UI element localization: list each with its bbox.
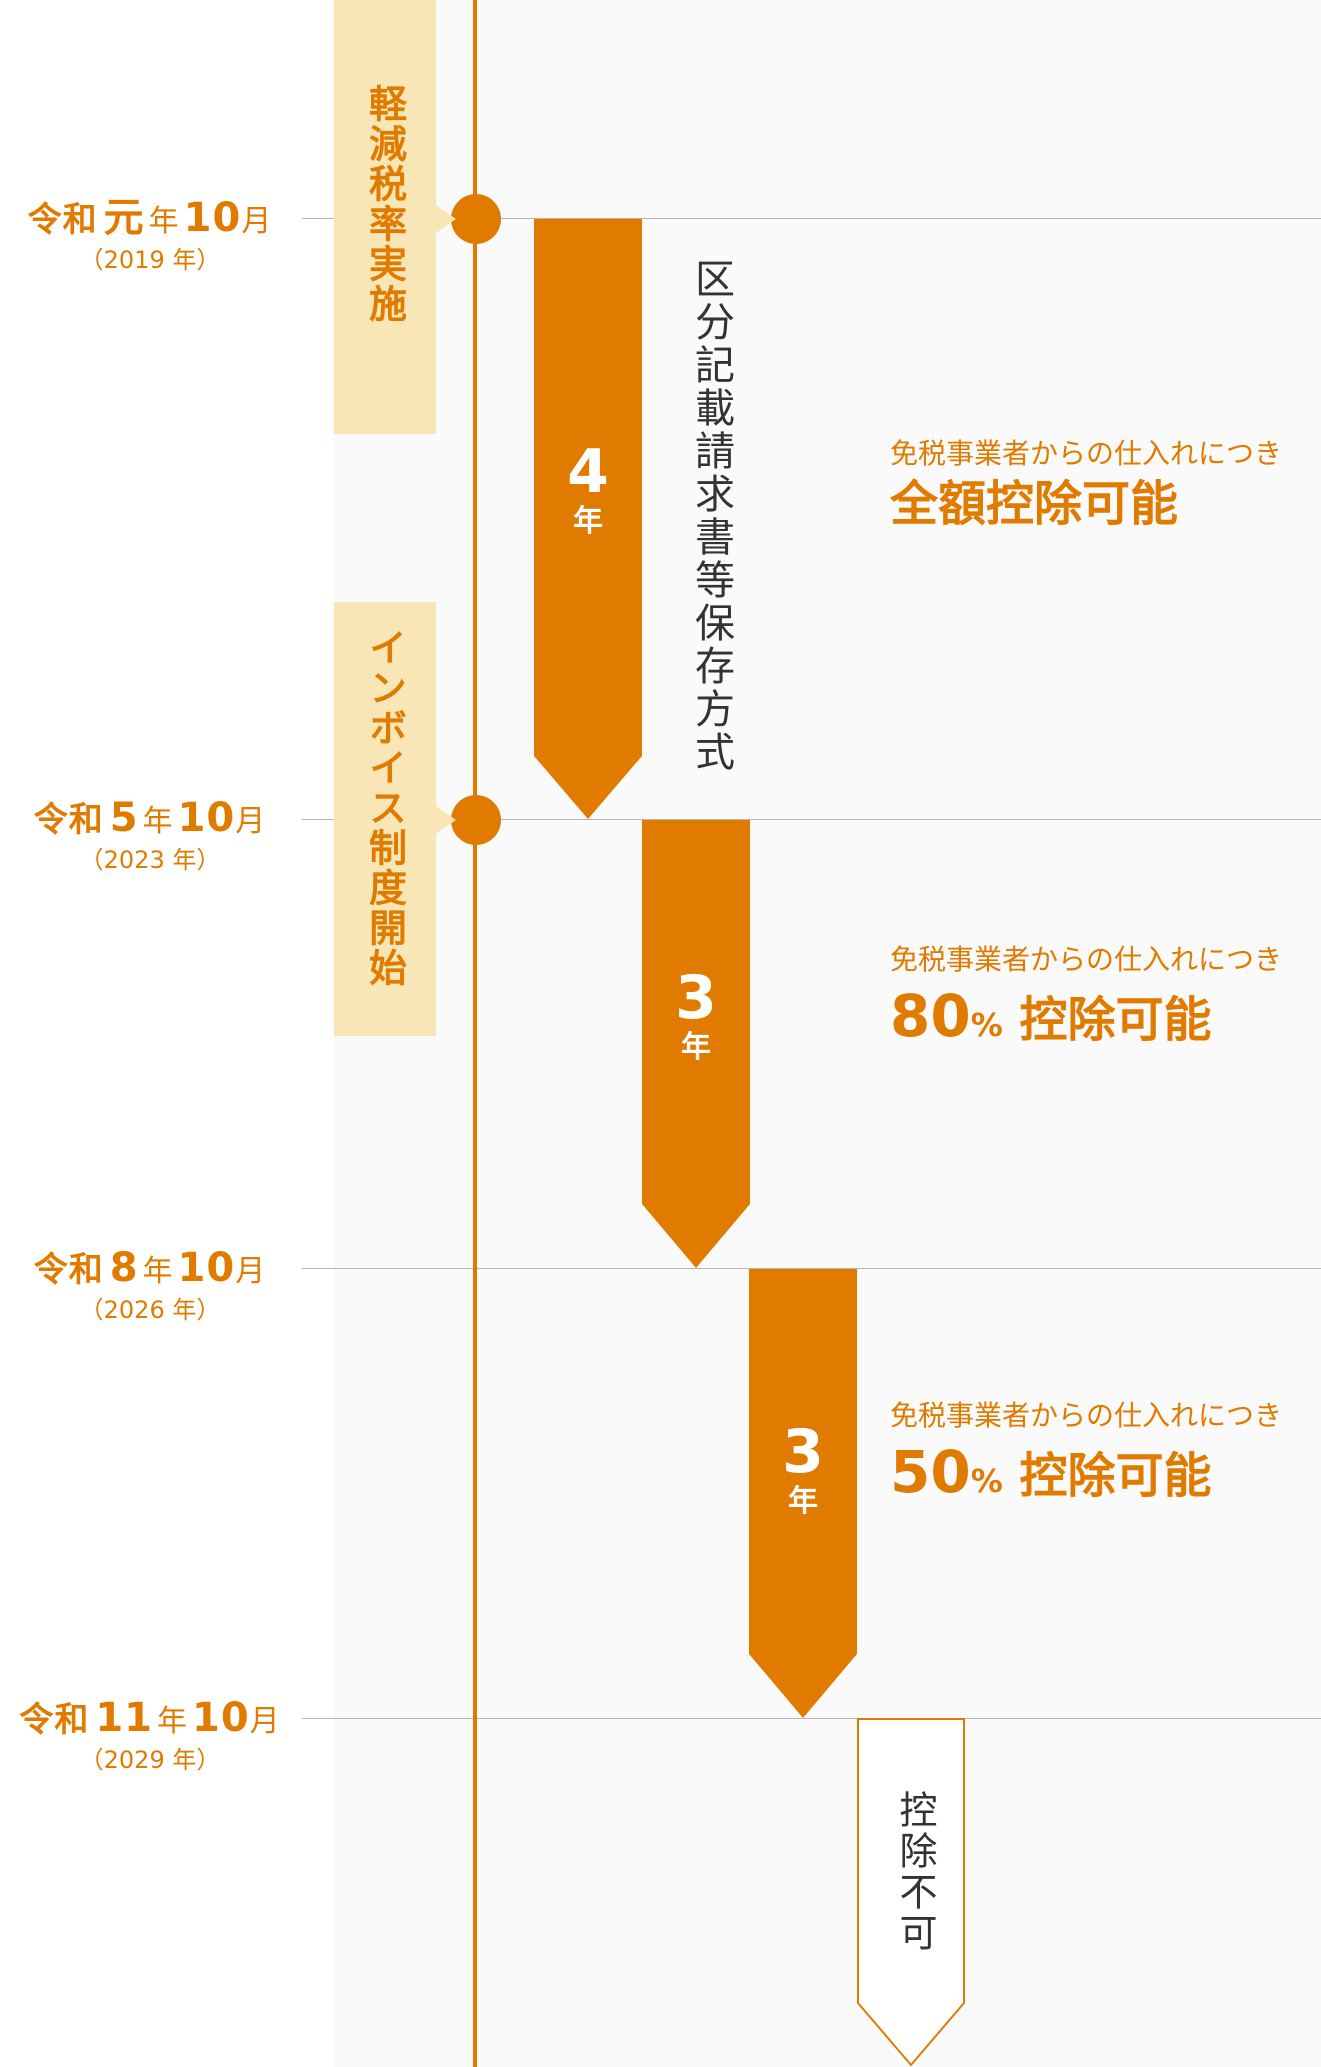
- milestone-notch: [436, 205, 456, 233]
- western-year: （2023 年）: [79, 846, 221, 874]
- description-50: 免税事業者からの仕入れにつき 50% 控除可能: [890, 1396, 1282, 1511]
- month-unit: 月: [235, 1254, 267, 1289]
- year-number: 5: [109, 795, 139, 841]
- background-panel: [334, 0, 1321, 2067]
- year-unit: 年: [142, 804, 174, 839]
- period-unit: 年: [681, 1030, 711, 1065]
- year-unit: 年: [148, 204, 180, 239]
- year-unit: 年: [157, 1704, 188, 1739]
- month-unit: 月: [249, 1704, 281, 1739]
- period-unit: 年: [573, 504, 603, 539]
- year-number: 元: [103, 195, 145, 241]
- period-arrow-4-years: [534, 219, 642, 819]
- western-year: （2019 年）: [79, 246, 221, 274]
- period-label: 4 年: [534, 440, 642, 540]
- month-unit: 月: [235, 804, 267, 839]
- period-years: 4: [567, 437, 609, 507]
- percent-sign: %: [970, 1462, 1003, 1500]
- event-reduced-tax-rate: 軽減税率実施: [334, 0, 436, 434]
- period-unit: 年: [788, 1484, 818, 1519]
- month-number: 10: [177, 795, 236, 841]
- result-text: 控除可能: [1002, 992, 1212, 1048]
- description-condition: 免税事業者からの仕入れにつき: [890, 943, 1283, 976]
- year-unit: 年: [142, 1254, 174, 1289]
- description-condition: 免税事業者からの仕入れにつき: [890, 1399, 1283, 1432]
- era: 令和: [33, 1250, 104, 1290]
- era: 令和: [33, 800, 104, 840]
- percentage-value: 50: [890, 1438, 971, 1506]
- percentage-value: 80: [890, 982, 971, 1050]
- event-invoice-start: インボイス制度開始: [334, 602, 436, 1036]
- description-condition: 免税事業者からの仕入れにつき: [890, 437, 1283, 470]
- description-result: 80% 控除可能: [890, 986, 1282, 1055]
- month-number: 10: [183, 195, 242, 241]
- month-unit: 月: [241, 204, 273, 239]
- era: 令和: [27, 200, 98, 240]
- milestone-dot-2023: [451, 795, 501, 845]
- western-year: （2026 年）: [79, 1296, 221, 1324]
- method-label: 区分記載請求書等保存方式: [688, 258, 734, 774]
- no-deduction-label: 控除不可: [893, 1790, 937, 1954]
- event-label: インボイス制度開始: [362, 628, 407, 988]
- date-line-2029: [302, 1718, 1321, 1719]
- percent-sign: %: [970, 1006, 1003, 1044]
- period-label: 3 年: [749, 1420, 857, 1520]
- period-years: 3: [782, 1417, 824, 1487]
- period-label: 3 年: [642, 966, 750, 1066]
- result-text: 全額控除可能: [890, 476, 1179, 532]
- date-line-2023: [302, 819, 1321, 820]
- date-line-2026: [302, 1268, 1321, 1269]
- month-number: 10: [177, 1245, 236, 1291]
- year-number: 8: [109, 1245, 139, 1291]
- year-number: 11: [95, 1695, 153, 1741]
- description-80: 免税事業者からの仕入れにつき 80% 控除可能: [890, 940, 1282, 1055]
- era: 令和: [19, 1700, 90, 1740]
- date-line-2019: [302, 218, 1321, 219]
- no-deduction-arrow: [857, 1718, 965, 2067]
- event-label: 軽減税率実施: [362, 84, 407, 324]
- western-year: （2029 年）: [79, 1746, 221, 1774]
- result-text: 控除可能: [1002, 1448, 1212, 1504]
- milestone-notch: [436, 806, 456, 834]
- month-number: 10: [192, 1695, 250, 1741]
- description-result: 50% 控除可能: [890, 1442, 1282, 1511]
- period-arrow-3-years-b: [749, 1269, 857, 1718]
- period-arrow-3-years-a: [642, 820, 750, 1268]
- period-years: 3: [675, 963, 717, 1033]
- milestone-dot-2019: [451, 194, 501, 244]
- timeline-axis: [473, 0, 477, 2067]
- description-full: 免税事業者からの仕入れにつき 全額控除可能: [890, 434, 1282, 534]
- description-result: 全額控除可能: [890, 474, 1282, 534]
